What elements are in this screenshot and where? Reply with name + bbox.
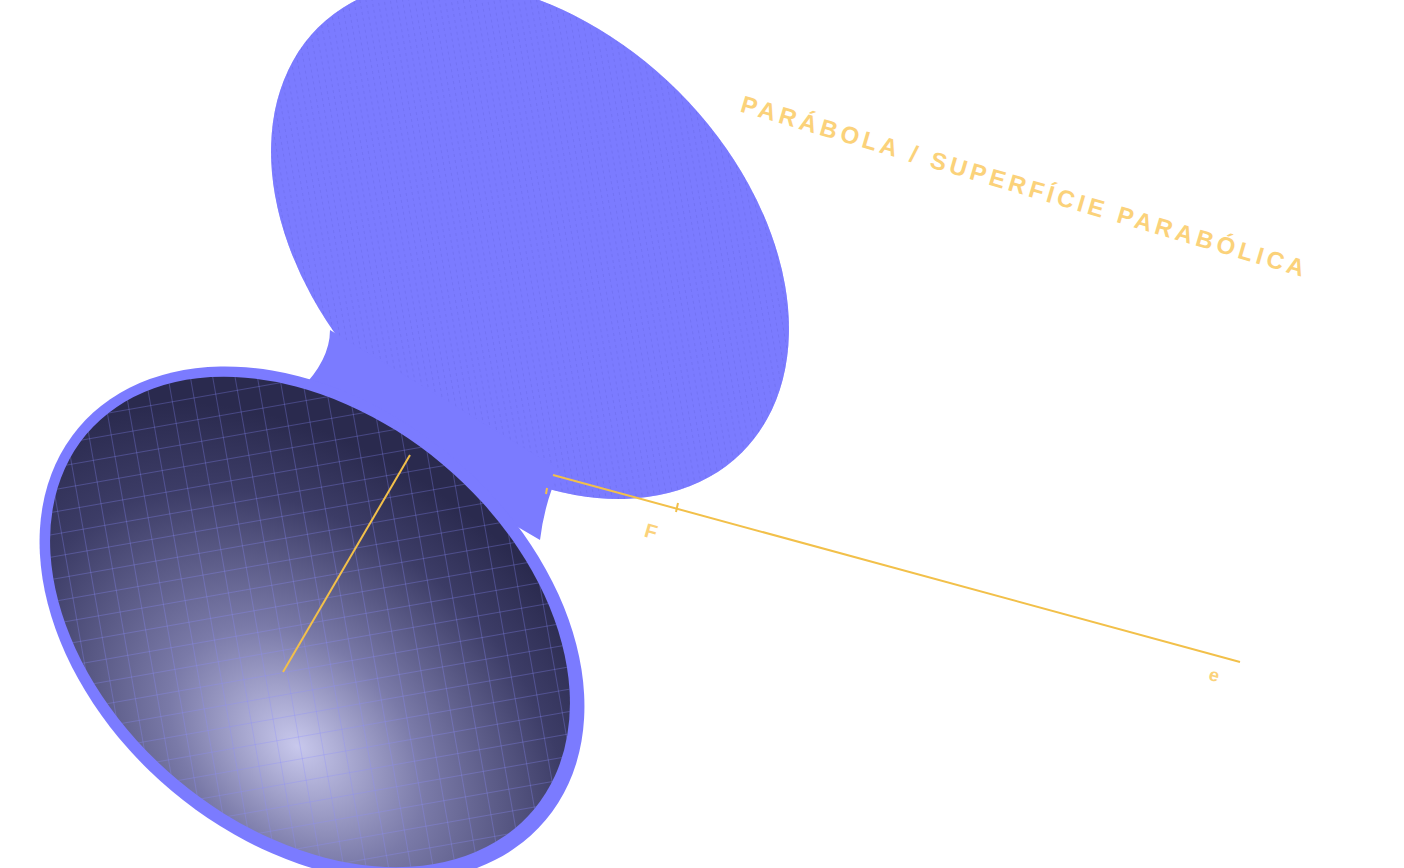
figure-title: PARÁBOLA / SUPERFÍCIE PARABÓLICA: [738, 92, 1311, 282]
focus-label: F: [642, 520, 659, 543]
axis-label: e: [1207, 665, 1222, 685]
